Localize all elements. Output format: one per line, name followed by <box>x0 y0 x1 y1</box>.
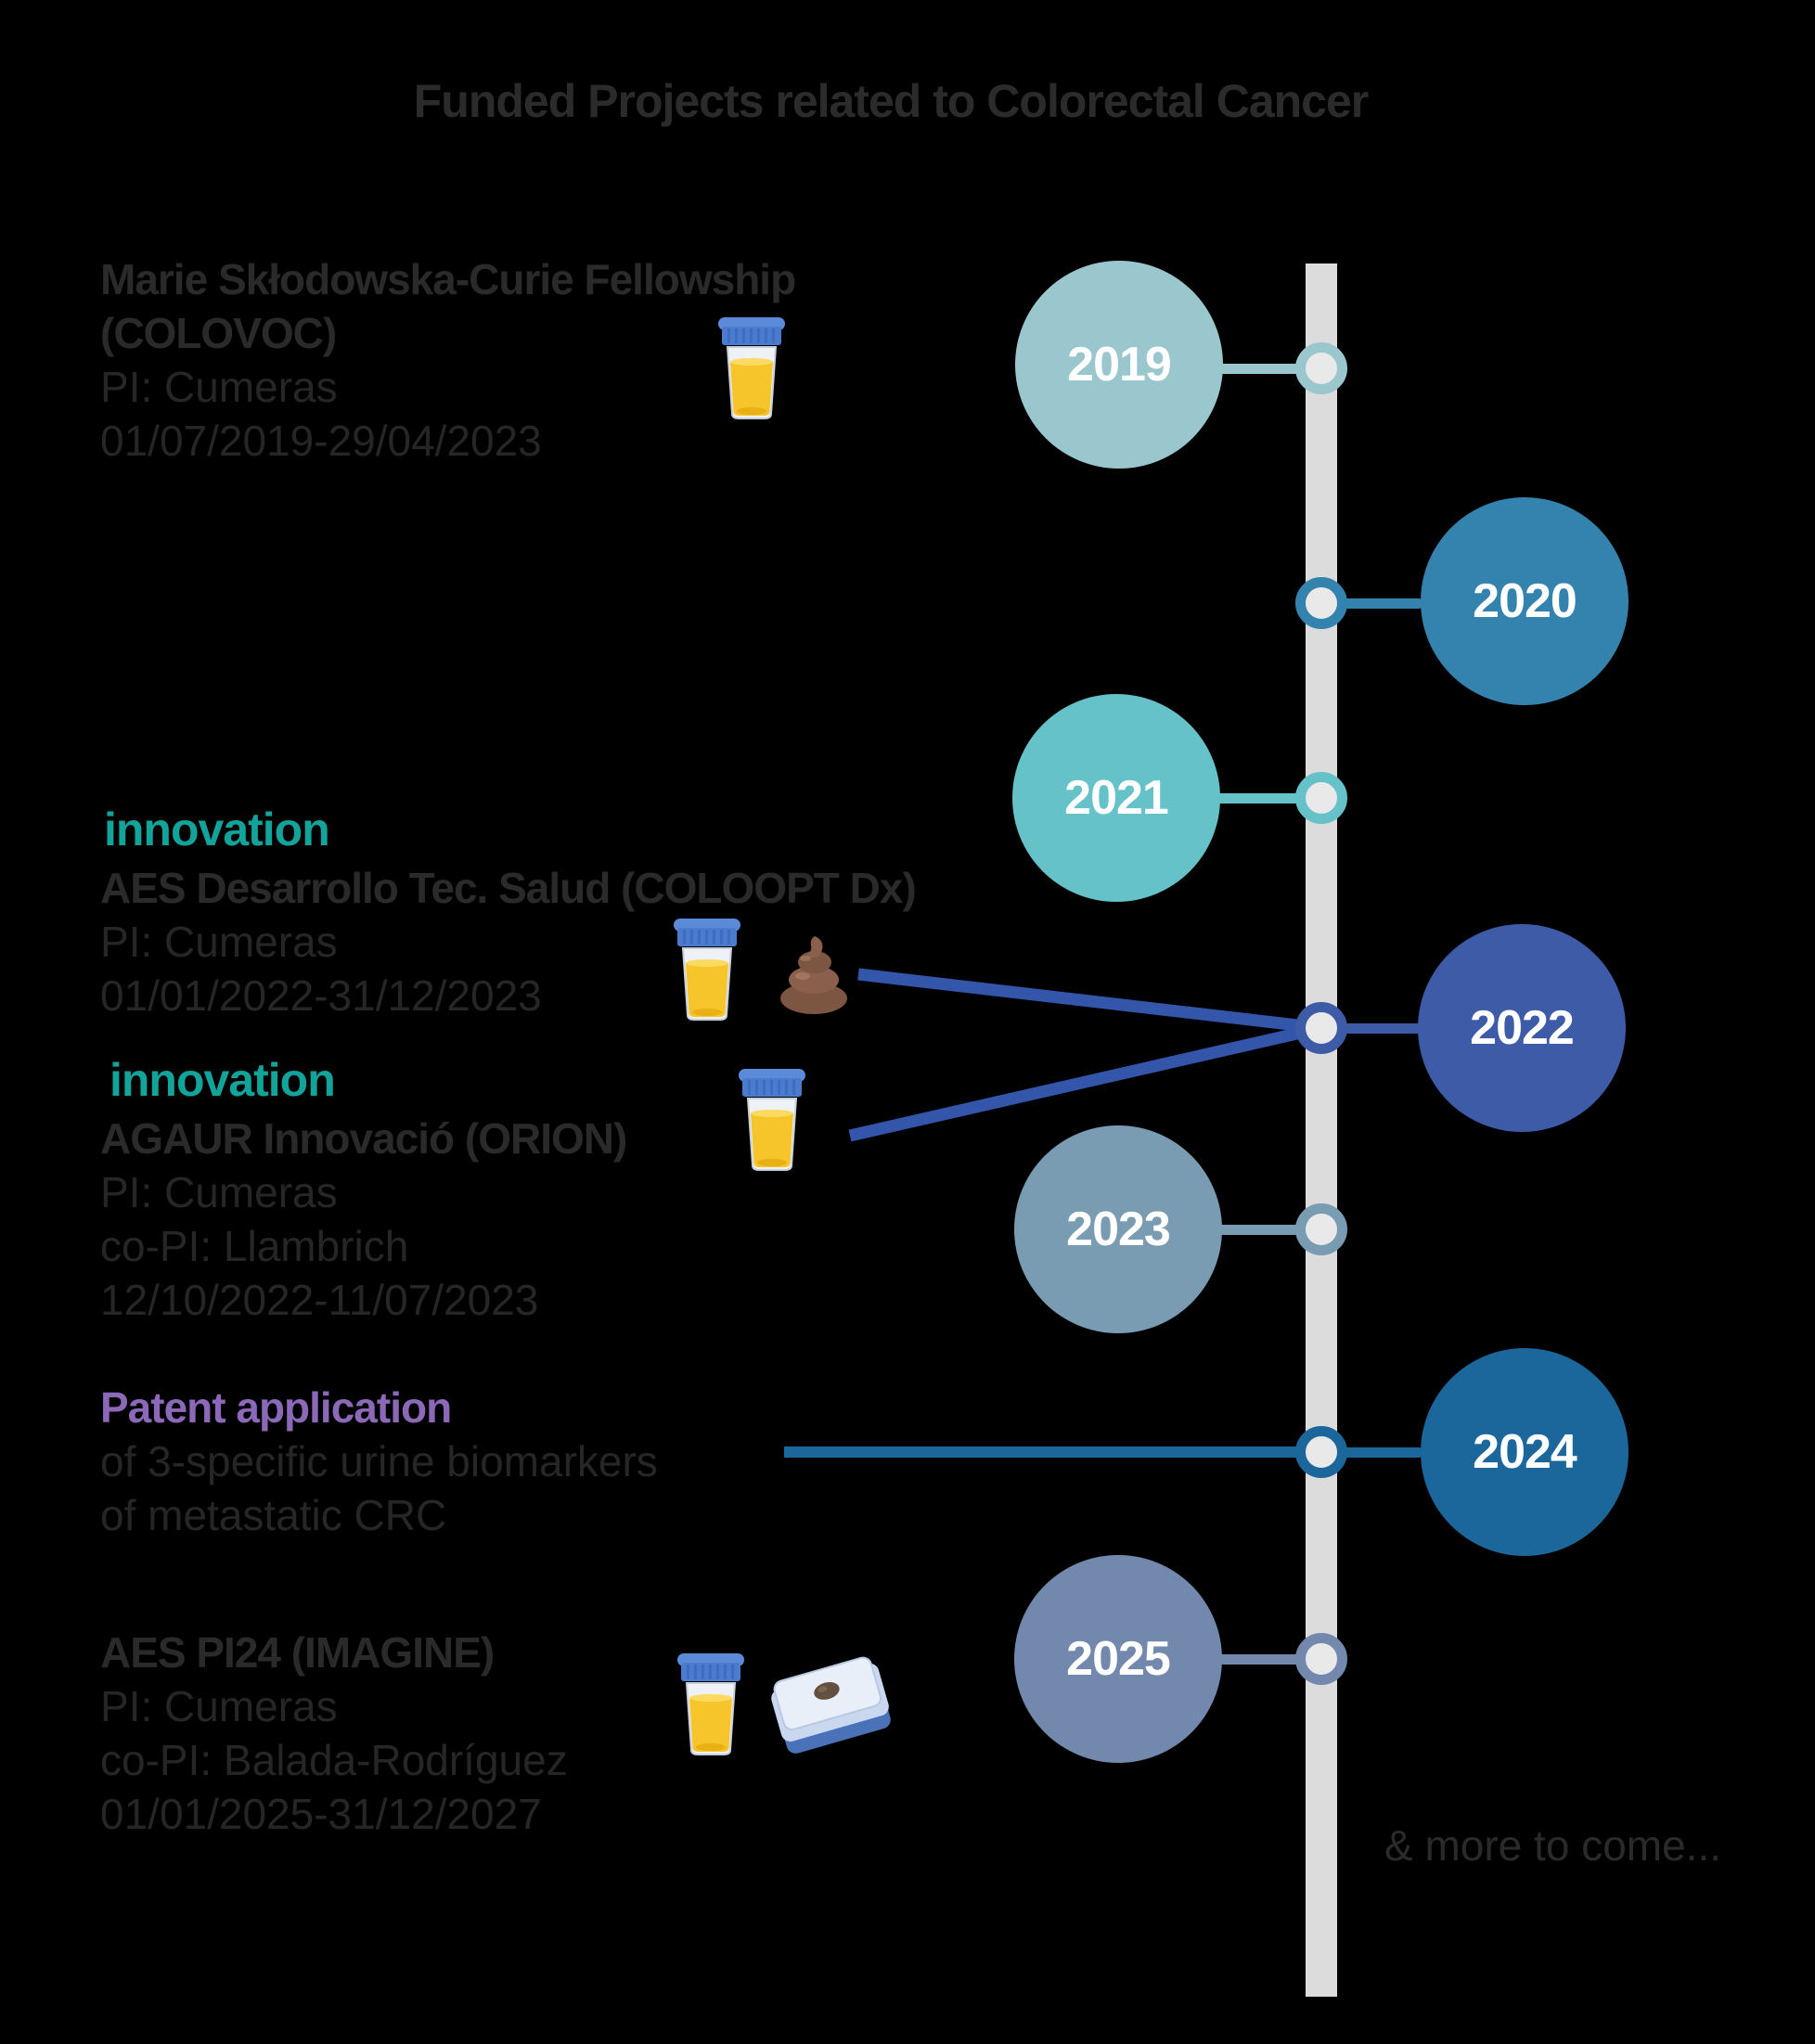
project-orion: AGAUR Innovació (ORION) PI: Cumeras co-P… <box>100 1112 627 1327</box>
urine-cup-icon-colovoc <box>714 317 789 426</box>
year-label-2024: 2024 <box>1473 1425 1577 1479</box>
year-circle-2020: 2020 <box>1421 497 1628 705</box>
innovation-tag-coloopt: innovation <box>104 803 330 855</box>
patent-line3: of metastatic CRC <box>100 1491 447 1539</box>
node-2023 <box>1295 1203 1347 1255</box>
stub-2023 <box>1216 1225 1321 1235</box>
year-circle-2022: 2022 <box>1418 924 1626 1132</box>
stub-2019 <box>1216 364 1321 374</box>
connector-line-coloopt-2022 <box>857 968 1322 1035</box>
project-colovoc-title-line2: (COLOVOC) <box>100 309 337 357</box>
stub-2024 <box>1321 1447 1423 1458</box>
project-coloopt-dates: 01/01/2022-31/12/2023 <box>100 971 542 1020</box>
patent-heading: Patent application <box>100 1383 452 1432</box>
node-2019 <box>1295 342 1347 394</box>
project-coloopt-pi: PI: Cumeras <box>100 918 338 966</box>
urine-cup-icon <box>739 1069 805 1171</box>
poop-icon <box>780 936 847 1014</box>
urine-cup-icon <box>674 919 740 1021</box>
stub-2021 <box>1214 793 1321 803</box>
project-colovoc: Marie Skłodowska-Curie Fellowship (COLOV… <box>100 252 796 468</box>
project-colovoc-dates: 01/07/2019-29/04/2023 <box>100 417 542 465</box>
project-colovoc-pi: PI: Cumeras <box>100 363 338 411</box>
node-2025 <box>1295 1633 1347 1685</box>
year-circle-2021: 2021 <box>1012 694 1220 902</box>
year-circle-2025: 2025 <box>1014 1555 1222 1763</box>
project-orion-pi: PI: Cumeras <box>100 1168 338 1216</box>
stub-2025 <box>1216 1654 1321 1665</box>
fit-test-device-icon <box>759 1644 900 1762</box>
year-label-2022: 2022 <box>1470 1001 1575 1055</box>
urine-cup-icon <box>677 1653 744 1755</box>
project-imagine-copi: co-PI: Balada-Rodríguez <box>100 1736 568 1784</box>
node-2022 <box>1295 1002 1347 1054</box>
project-imagine-pi: PI: Cumeras <box>100 1682 338 1730</box>
project-orion-copi: co-PI: Llambrich <box>100 1222 409 1270</box>
more-to-come-note: & more to come... <box>1384 1821 1722 1870</box>
innovation-tag-orion: innovation <box>109 1054 336 1106</box>
fit-test-icon <box>771 1656 891 1754</box>
project-coloopt: AES Desarrollo Tec. Salud (COLOOPT Dx) P… <box>100 861 917 1022</box>
year-label-2020: 2020 <box>1473 574 1577 628</box>
project-orion-title: AGAUR Innovació (ORION) <box>100 1114 627 1163</box>
year-circle-2024: 2024 <box>1421 1348 1628 1556</box>
year-label-2023: 2023 <box>1066 1202 1171 1256</box>
project-coloopt-title: AES Desarrollo Tec. Salud (COLOOPT Dx) <box>100 864 917 912</box>
urine-cup-icon-coloopt <box>670 919 744 1027</box>
node-2020 <box>1295 577 1347 629</box>
year-label-2021: 2021 <box>1064 771 1169 825</box>
stub-2022 <box>1321 1023 1422 1034</box>
node-2021 <box>1295 772 1347 824</box>
urine-cup-icon-imagine <box>674 1653 748 1762</box>
year-circle-2019: 2019 <box>1015 261 1223 469</box>
project-imagine-title: AES PI24 (IMAGINE) <box>100 1628 495 1677</box>
year-label-2019: 2019 <box>1067 338 1172 392</box>
stub-2020 <box>1321 598 1423 609</box>
urine-cup-icon-orion <box>735 1069 809 1177</box>
node-2024 <box>1295 1426 1347 1478</box>
project-colovoc-title-line1: Marie Skłodowska-Curie Fellowship <box>100 255 796 303</box>
year-circle-2023: 2023 <box>1014 1125 1222 1333</box>
year-label-2025: 2025 <box>1066 1632 1171 1686</box>
project-imagine: AES PI24 (IMAGINE) PI: Cumeras co-PI: Ba… <box>100 1626 568 1841</box>
patent-line2: of 3-specific urine biomarkers <box>100 1437 658 1485</box>
urine-cup-icon <box>718 317 785 419</box>
patent-application: Patent application of 3-specific urine b… <box>100 1381 658 1542</box>
page-title: Funded Projects related to Colorectal Ca… <box>413 75 1370 127</box>
connector-line-orion-2022 <box>848 1022 1323 1142</box>
timeline-bar <box>1306 264 1337 1997</box>
project-orion-dates: 12/10/2022-11/07/2023 <box>100 1276 539 1324</box>
stool-sample-icon <box>778 933 850 1020</box>
project-imagine-dates: 01/01/2025-31/12/2027 <box>100 1790 542 1838</box>
